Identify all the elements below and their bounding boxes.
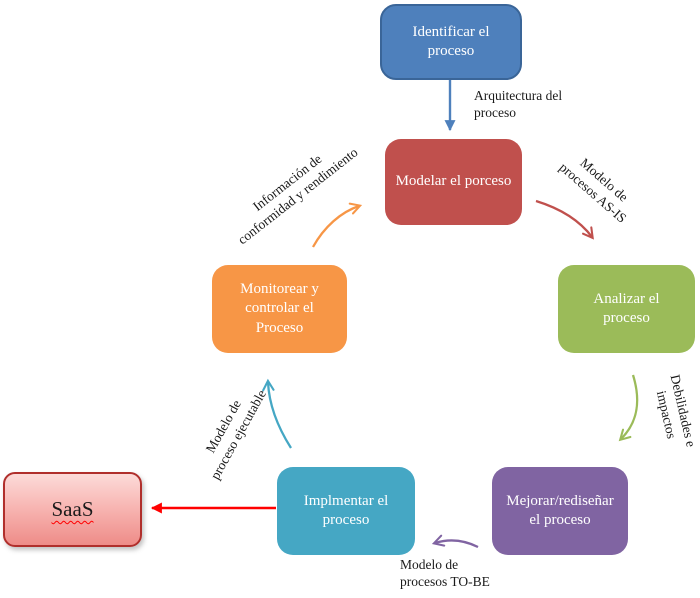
node-analizar-el-proceso: Analizar el proceso [558,265,695,353]
node-label-line: proceso [427,43,475,59]
node-identificar-el-proceso: Identificar el proceso [380,4,522,80]
node-label-line: Mejorar/rediseñar [506,492,614,509]
node-label-line: Identificar el [412,23,490,40]
node-modelar-el-porceso: Modelar el porceso [385,139,522,225]
node-label-line: proceso [322,512,370,528]
node-label-line: Analizar el [593,290,660,307]
node-label-line: Modelar el porceso [395,173,512,190]
node-label-line: Proceso [255,319,304,336]
node-label-line: proceso [603,310,650,326]
edge-label-modelo-de-procesos-to-be: Modelo de procesos TO-BE [400,557,490,589]
node-implmentar-el-proceso: Implmentar el proceso [277,467,415,555]
arrow-mejorar-to-implmentar [431,534,479,549]
node-monitorear-y-controlar-el-proceso: Monitorear y controlar el Proceso [212,265,347,353]
node-label-line: Monitorear y [240,280,319,297]
node-label-line: Implmentar el [303,492,389,509]
node-label-line: controlar el [245,300,314,317]
arrow-implmentar-to-monitorear [262,378,292,449]
edge-label-arquitectura-del-proceso: Arquitectura del proceso [474,88,563,120]
node-label-line: el proceso [529,512,591,528]
arrow-monitorear-to-modelar [311,202,363,248]
saas-label: SaaS [51,496,94,521]
arrow-analizar-to-mejorar [618,374,639,442]
node-mejorar-redisenar-el-proceso: Mejorar/rediseñar el proceso [492,467,628,555]
arrow-modelar-to-analizar [535,199,594,240]
node-saas: SaaS [3,472,142,547]
